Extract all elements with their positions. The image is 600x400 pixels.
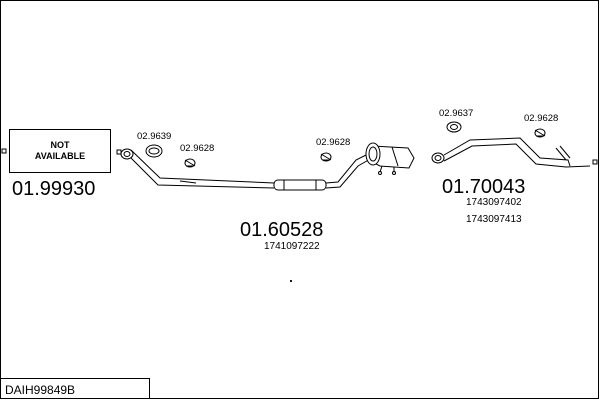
ring-left-drawing — [145, 144, 163, 158]
diagram-code: DAIH99849B — [5, 383, 76, 397]
oe-number-front-pipe: 1741097222 — [264, 241, 320, 252]
not-available-line1: NOT — [50, 139, 70, 150]
right-edge-marker — [592, 159, 598, 165]
accessory-clamp-left: 02.9628 — [180, 143, 215, 154]
part-number-not-available: 01.99930 — [12, 178, 96, 200]
rear-silencer-drawing — [365, 142, 415, 175]
accessory-ring-left: 02.9639 — [137, 131, 172, 142]
clamp-mid-drawing — [320, 152, 332, 162]
oe-number-rear-silencer-1: 1743097402 — [466, 197, 522, 208]
not-available-box: NOT AVAILABLE — [9, 129, 111, 173]
part-number-front-pipe: 01.60528 — [240, 219, 324, 241]
diagram-code-box: DAIH99849B — [0, 378, 150, 399]
oe-number-rear-silencer-2: 1743097413 — [466, 214, 522, 225]
front-pipe-drawing — [120, 148, 373, 191]
gasket-right-drawing — [446, 121, 462, 133]
connector-marker-left — [116, 149, 122, 155]
tail-pipe-drawing — [431, 137, 591, 168]
part-number-rear-silencer: 01.70043 — [442, 176, 526, 198]
not-available-line2: AVAILABLE — [34, 151, 86, 161]
clamp-right-drawing — [534, 128, 546, 138]
accessory-gasket-right: 02.9637 — [439, 108, 474, 119]
left-edge-marker — [1, 148, 7, 154]
accessory-clamp-mid: 02.9628 — [316, 137, 351, 148]
stray-dot — [289, 279, 293, 283]
accessory-clamp-right: 02.9628 — [524, 113, 559, 124]
clamp-left-drawing — [184, 158, 196, 168]
